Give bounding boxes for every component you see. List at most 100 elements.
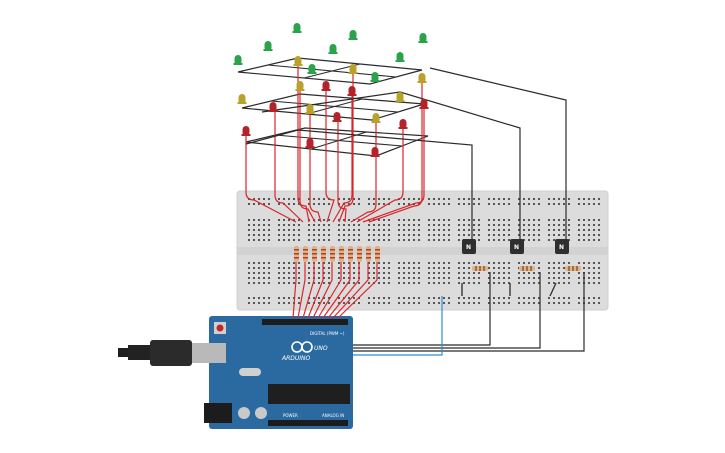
digital-header (262, 319, 348, 325)
led-wire-10 (350, 122, 377, 223)
led-cube-frame (237, 57, 429, 157)
led-16 (418, 73, 426, 83)
led-wire-7 (332, 95, 353, 223)
arduino-wire-10 (337, 262, 378, 319)
resistor-array (294, 246, 380, 262)
led-4 (329, 44, 337, 54)
arduino-wire-9 (332, 262, 369, 319)
led-19-rim (268, 110, 278, 112)
arduino-wire-4 (307, 262, 324, 319)
led-17-rim (371, 121, 381, 123)
usb-cable-head (150, 340, 192, 366)
led-22 (333, 112, 341, 122)
led-18-rim (241, 134, 251, 136)
led-21-rim (347, 94, 357, 96)
cube-layer-1 (237, 57, 423, 85)
led-3 (293, 23, 301, 33)
led-15 (396, 92, 404, 102)
led-8-rim (395, 60, 405, 62)
led-7-rim (370, 80, 380, 82)
layer-wires (245, 67, 567, 240)
arduino-wire-5 (312, 262, 333, 319)
led-14-rim (348, 72, 358, 74)
led-wire-9 (337, 121, 347, 223)
led-14 (349, 64, 357, 74)
led-5 (349, 30, 357, 40)
transistor-2-label: N (514, 244, 519, 251)
led-19 (269, 102, 277, 112)
led-17 (372, 113, 380, 123)
led-23 (306, 138, 314, 148)
transistor-2[interactable]: N (510, 239, 524, 254)
led-3-rim (292, 31, 302, 33)
led-9-rim (418, 41, 428, 43)
led-7 (371, 72, 379, 82)
led-25 (399, 119, 407, 129)
base-resistors (472, 266, 581, 271)
led-cube (233, 23, 429, 157)
led-red-wires (245, 62, 425, 223)
arduino-brand: ARDUINO (281, 355, 311, 362)
transistor-1-label: N (466, 244, 471, 251)
arduino-uno[interactable]: ARDUINO UNO DIGITAL (PWM ~) POWER ANALOG… (118, 316, 353, 429)
arduino-wire-2 (297, 262, 306, 319)
transistor-3[interactable]: N (555, 239, 569, 254)
led-24-rim (370, 155, 380, 157)
led-1-rim (233, 63, 243, 65)
led-11 (294, 56, 302, 66)
arduino-wire-6 (317, 262, 342, 319)
led-15-rim (395, 100, 405, 102)
led-10-rim (237, 102, 247, 104)
led-4-rim (328, 52, 338, 54)
led-20-rim (321, 89, 331, 91)
led-9 (419, 33, 427, 43)
arduino-wire-7 (322, 262, 351, 319)
usb-plug (128, 345, 150, 360)
led-26 (420, 99, 428, 109)
arduino-wire-3 (302, 262, 315, 319)
led-11-rim (293, 64, 303, 66)
breadboard-jumpers (461, 282, 557, 297)
atmega-chip (268, 384, 350, 404)
led-2-rim (263, 49, 273, 51)
analog-label: ANALOG IN (322, 413, 344, 418)
led-6 (308, 64, 316, 74)
led-21 (348, 86, 356, 96)
breadboard[interactable] (236, 190, 609, 311)
led-wire-1 (245, 136, 297, 223)
digital-label: DIGITAL (PWM ~) (310, 331, 345, 336)
led-wire-11 (356, 128, 404, 223)
led-10 (238, 94, 246, 104)
layer-wire-2 (261, 91, 521, 240)
usb-port (192, 343, 226, 363)
led-22-rim (332, 120, 342, 122)
led-13 (306, 104, 314, 114)
led-24 (371, 147, 379, 157)
led-wire-8 (338, 73, 354, 223)
led-13-rim (305, 112, 315, 114)
led-20 (322, 81, 330, 91)
transistor-3-label: N (559, 244, 564, 251)
usb-plug-tip (118, 348, 132, 357)
transistor-1[interactable]: N (462, 239, 476, 254)
breadboard-holes (248, 198, 600, 304)
arduino-wire-8 (327, 262, 360, 319)
power-label: POWER (283, 413, 298, 418)
led-1 (234, 55, 242, 65)
led-16-rim (417, 81, 427, 83)
led-wire-2 (274, 111, 304, 223)
arduino-model: UNO (314, 345, 328, 352)
led-26-rim (419, 107, 429, 109)
led-12 (296, 81, 304, 91)
led-wire-6 (325, 90, 335, 223)
led-12-rim (295, 89, 305, 91)
led-25-rim (398, 127, 408, 129)
led-5-rim (348, 38, 358, 40)
led-2 (264, 41, 272, 51)
power-jack (204, 403, 232, 423)
layer-wire-3 (429, 67, 567, 240)
led-wire-4 (299, 90, 316, 223)
power-analog-header (268, 420, 348, 426)
led-wire-5 (309, 113, 322, 223)
